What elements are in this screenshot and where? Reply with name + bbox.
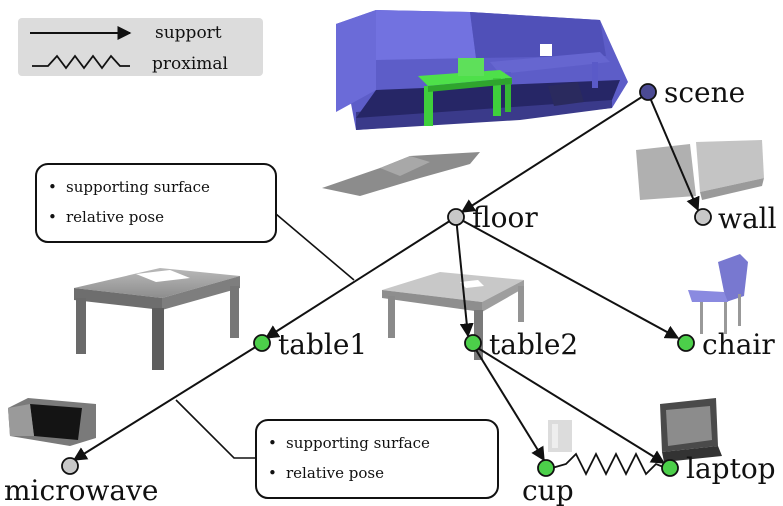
- info-box-2-bullet-2: •: [268, 464, 277, 482]
- edge-floor-table2: [455, 216, 474, 338]
- info-box-1-bullet-2: •: [48, 208, 57, 226]
- info-box-2-item-1: supporting surface: [286, 434, 430, 452]
- laptop-node-label: laptop: [686, 452, 776, 485]
- laptop-node-dot[interactable]: [661, 459, 679, 477]
- table2-mesh-image: [382, 272, 524, 360]
- info-box-1-item-1: supporting surface: [66, 178, 210, 196]
- table2-node-dot[interactable]: [464, 334, 482, 352]
- floor-node-dot[interactable]: [447, 208, 465, 226]
- info-box-2-bullet-1: •: [268, 434, 277, 452]
- support-edges: [72, 92, 700, 464]
- wall-node-label: wall: [718, 202, 777, 235]
- callout-connector-2: [175, 399, 256, 459]
- microwave-node-label: microwave: [4, 474, 158, 506]
- edge-scene-floor: [460, 92, 649, 213]
- chair-mesh-image: [688, 254, 748, 334]
- table2-node-label: table2: [489, 328, 578, 361]
- wall-mesh-image: [636, 140, 764, 200]
- edge-floor-table1: [264, 216, 457, 339]
- wall-node-dot[interactable]: [694, 208, 712, 226]
- edge-table2-cup: [472, 344, 545, 462]
- table1-node-dot[interactable]: [253, 334, 271, 352]
- chair-node-dot[interactable]: [677, 334, 695, 352]
- proximal-zigzag-icon: [32, 54, 130, 70]
- table1-node-label: table1: [278, 328, 367, 361]
- callout-connector-1: [275, 213, 355, 281]
- microwave-node-dot[interactable]: [61, 457, 79, 475]
- info-box-2-item-2: relative pose: [286, 464, 384, 482]
- graph-nodes: scene floor wall table1 table2 chair mic…: [4, 76, 777, 506]
- edge-scene-wall: [647, 92, 700, 212]
- edge-table1-microwave: [72, 342, 263, 461]
- cup-node-label: cup: [522, 474, 574, 506]
- scene-node-label: scene: [664, 76, 745, 109]
- legend: support proximal: [18, 18, 263, 76]
- scene-node-dot[interactable]: [639, 83, 657, 101]
- table1-mesh-image: [74, 268, 240, 370]
- info-box-table1-microwave: • supporting surface • relative pose: [255, 419, 499, 499]
- info-box-floor-table1: • supporting surface • relative pose: [35, 163, 277, 243]
- cup-mesh-image: [548, 420, 572, 452]
- proximal-edge-cup-laptop: [551, 451, 667, 477]
- microwave-mesh-image: [8, 398, 96, 446]
- laptop-mesh-image: [660, 398, 722, 462]
- info-box-1-item-2: relative pose: [66, 208, 164, 226]
- room-scene-image: [336, 10, 628, 130]
- chair-node-label: chair: [702, 328, 775, 361]
- legend-proximal-label: proximal: [152, 54, 228, 74]
- edge-floor-chair: [455, 216, 680, 339]
- legend-support-label: support: [155, 23, 222, 43]
- info-box-1-bullet-1: •: [48, 178, 57, 196]
- floor-mesh-image: [322, 152, 480, 196]
- cup-node-dot[interactable]: [537, 459, 555, 477]
- edge-table2-laptop: [472, 344, 666, 464]
- floor-node-label: floor: [472, 201, 538, 234]
